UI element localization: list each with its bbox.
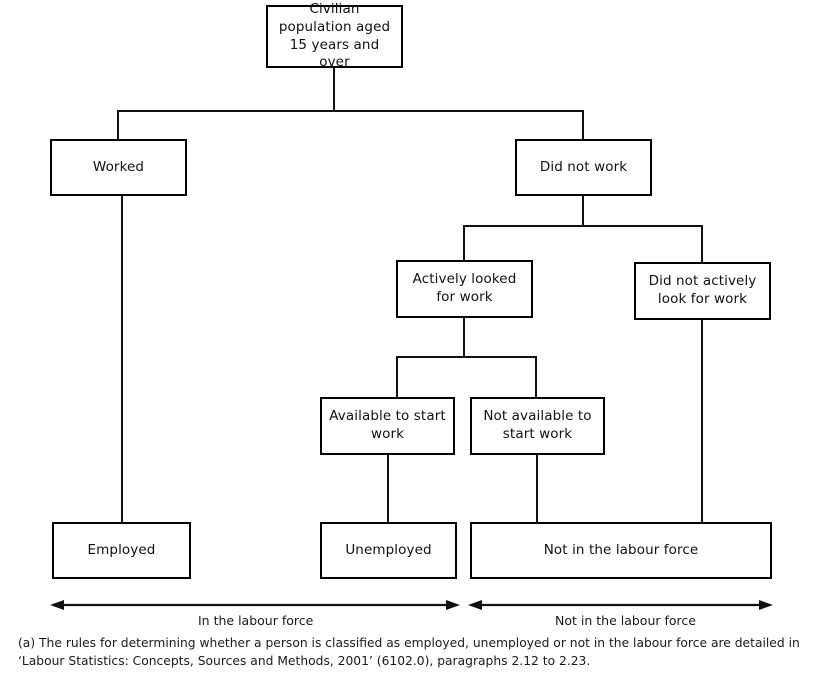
arrow-not-in-the-labour-force	[468, 600, 773, 610]
node-not-available-to-start-work[interactable]: Not available to start work	[470, 397, 605, 455]
axis-label-not-in-the-labour-force: Not in the labour force	[555, 613, 696, 628]
connector-to-did-not-actively-look	[701, 225, 703, 263]
node-available-to-start-work-label: Available to start work	[329, 408, 446, 442]
connector-to-not-available	[535, 356, 537, 398]
node-actively-looked-for-work[interactable]: Actively looked for work	[396, 260, 533, 318]
node-not-available-to-start-work-label: Not available to start work	[483, 408, 592, 442]
connector-available-to-unemployed	[387, 454, 389, 523]
node-available-to-start-work[interactable]: Available to start work	[320, 397, 455, 455]
node-did-not-actively-look-for-work[interactable]: Did not actively look for work	[634, 262, 771, 320]
connector-to-worked	[117, 110, 119, 141]
node-did-not-work-label: Did not work	[539, 158, 628, 175]
connector-actively-looked-down	[463, 317, 465, 358]
footnote-text: (a) The rules for determining whether a …	[18, 636, 800, 669]
node-employed-label: Employed	[87, 541, 156, 558]
node-civilian-population-label: Civilian population aged 15 years and ov…	[278, 0, 391, 71]
node-worked-label: Worked	[92, 158, 145, 175]
axis-label-in-the-labour-force: In the labour force	[198, 613, 314, 628]
node-did-not-actively-look-for-work-label: Did not actively look for work	[648, 273, 757, 307]
connector-civilian-down	[333, 67, 335, 112]
node-unemployed[interactable]: Unemployed	[320, 522, 457, 579]
node-actively-looked-for-work-label: Actively looked for work	[412, 271, 517, 305]
connector-level3-horizontal	[396, 356, 537, 358]
node-worked[interactable]: Worked	[50, 139, 187, 196]
connector-did-not-actively-look-to-nilf	[701, 319, 703, 523]
connector-not-available-to-nilf	[536, 454, 538, 523]
node-not-in-the-labour-force[interactable]: Not in the labour force	[470, 522, 772, 579]
connector-worked-to-employed	[121, 195, 123, 523]
node-did-not-work[interactable]: Did not work	[515, 139, 652, 196]
connector-to-actively-looked	[463, 225, 465, 262]
connector-to-did-not-work	[582, 110, 584, 141]
connector-level1-horizontal	[117, 110, 584, 112]
connector-level2-horizontal	[463, 225, 702, 227]
node-unemployed-label: Unemployed	[345, 541, 432, 558]
arrow-in-the-labour-force	[50, 600, 460, 610]
connector-did-not-work-down	[582, 195, 584, 227]
node-not-in-the-labour-force-label: Not in the labour force	[543, 541, 699, 558]
node-employed[interactable]: Employed	[52, 522, 191, 579]
connector-to-available	[396, 356, 398, 398]
node-civilian-population[interactable]: Civilian population aged 15 years and ov…	[266, 1, 403, 70]
